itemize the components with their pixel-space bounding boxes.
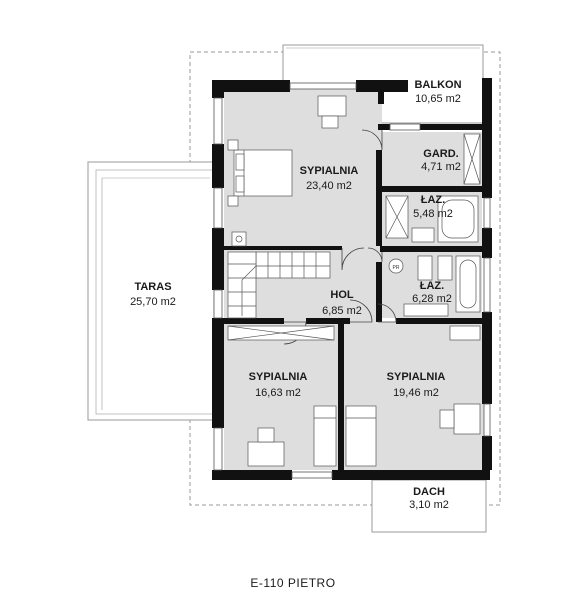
terrace-area bbox=[87, 161, 219, 421]
laz-2-name: ŁAZ. bbox=[420, 280, 444, 292]
sypialnia-1-area: 23,40 m2 bbox=[306, 180, 352, 192]
taras-area: 25,70 m2 bbox=[130, 296, 176, 308]
sypialnia-1-name: SYPIALNIA bbox=[300, 165, 359, 177]
balkon-name: BALKON bbox=[414, 79, 461, 91]
sypialnia-3-area: 19,46 m2 bbox=[393, 387, 439, 399]
dach-area: 3,10 m2 bbox=[409, 499, 449, 511]
sypialnia-2-area: 16,63 m2 bbox=[255, 387, 301, 399]
gard-area: 4,71 m2 bbox=[421, 161, 461, 173]
bedroom-2-furniture bbox=[227, 325, 337, 467]
room-labels: BALKON 10,65 m2 GARD. 4,71 m2 SYPIALNIA … bbox=[130, 79, 462, 511]
gard-name: GARD. bbox=[423, 148, 458, 160]
hol-area: 6,85 m2 bbox=[322, 305, 362, 317]
walls bbox=[212, 78, 492, 480]
laz-1-name: ŁAZ. bbox=[421, 194, 445, 206]
plan-title: E-110 PIETRO bbox=[250, 576, 335, 590]
bathroom-1-fixtures bbox=[385, 195, 479, 243]
staircase bbox=[227, 251, 331, 319]
pr-label: PR bbox=[393, 265, 400, 271]
wardrobe-furniture bbox=[463, 133, 481, 185]
sypialnia-3-name: SYPIALNIA bbox=[387, 371, 446, 383]
bedroom-3-furniture bbox=[345, 325, 481, 467]
sypialnia-2-name: SYPIALNIA bbox=[249, 371, 308, 383]
roof-dach-area bbox=[371, 479, 487, 533]
dach-name: DACH bbox=[413, 486, 445, 498]
bedroom-1-furniture bbox=[227, 95, 347, 247]
laz-2-area: 6,28 m2 bbox=[412, 293, 452, 305]
balkon-area: 10,65 m2 bbox=[415, 93, 461, 105]
taras-name: TARAS bbox=[134, 281, 171, 293]
laz-1-area: 5,48 m2 bbox=[413, 208, 453, 220]
hol-name: HOL bbox=[330, 289, 354, 301]
chair bbox=[321, 115, 339, 129]
bathroom-2-fixtures bbox=[388, 255, 481, 317]
desk bbox=[317, 95, 347, 117]
windows bbox=[213, 82, 491, 479]
doors bbox=[283, 129, 397, 345]
